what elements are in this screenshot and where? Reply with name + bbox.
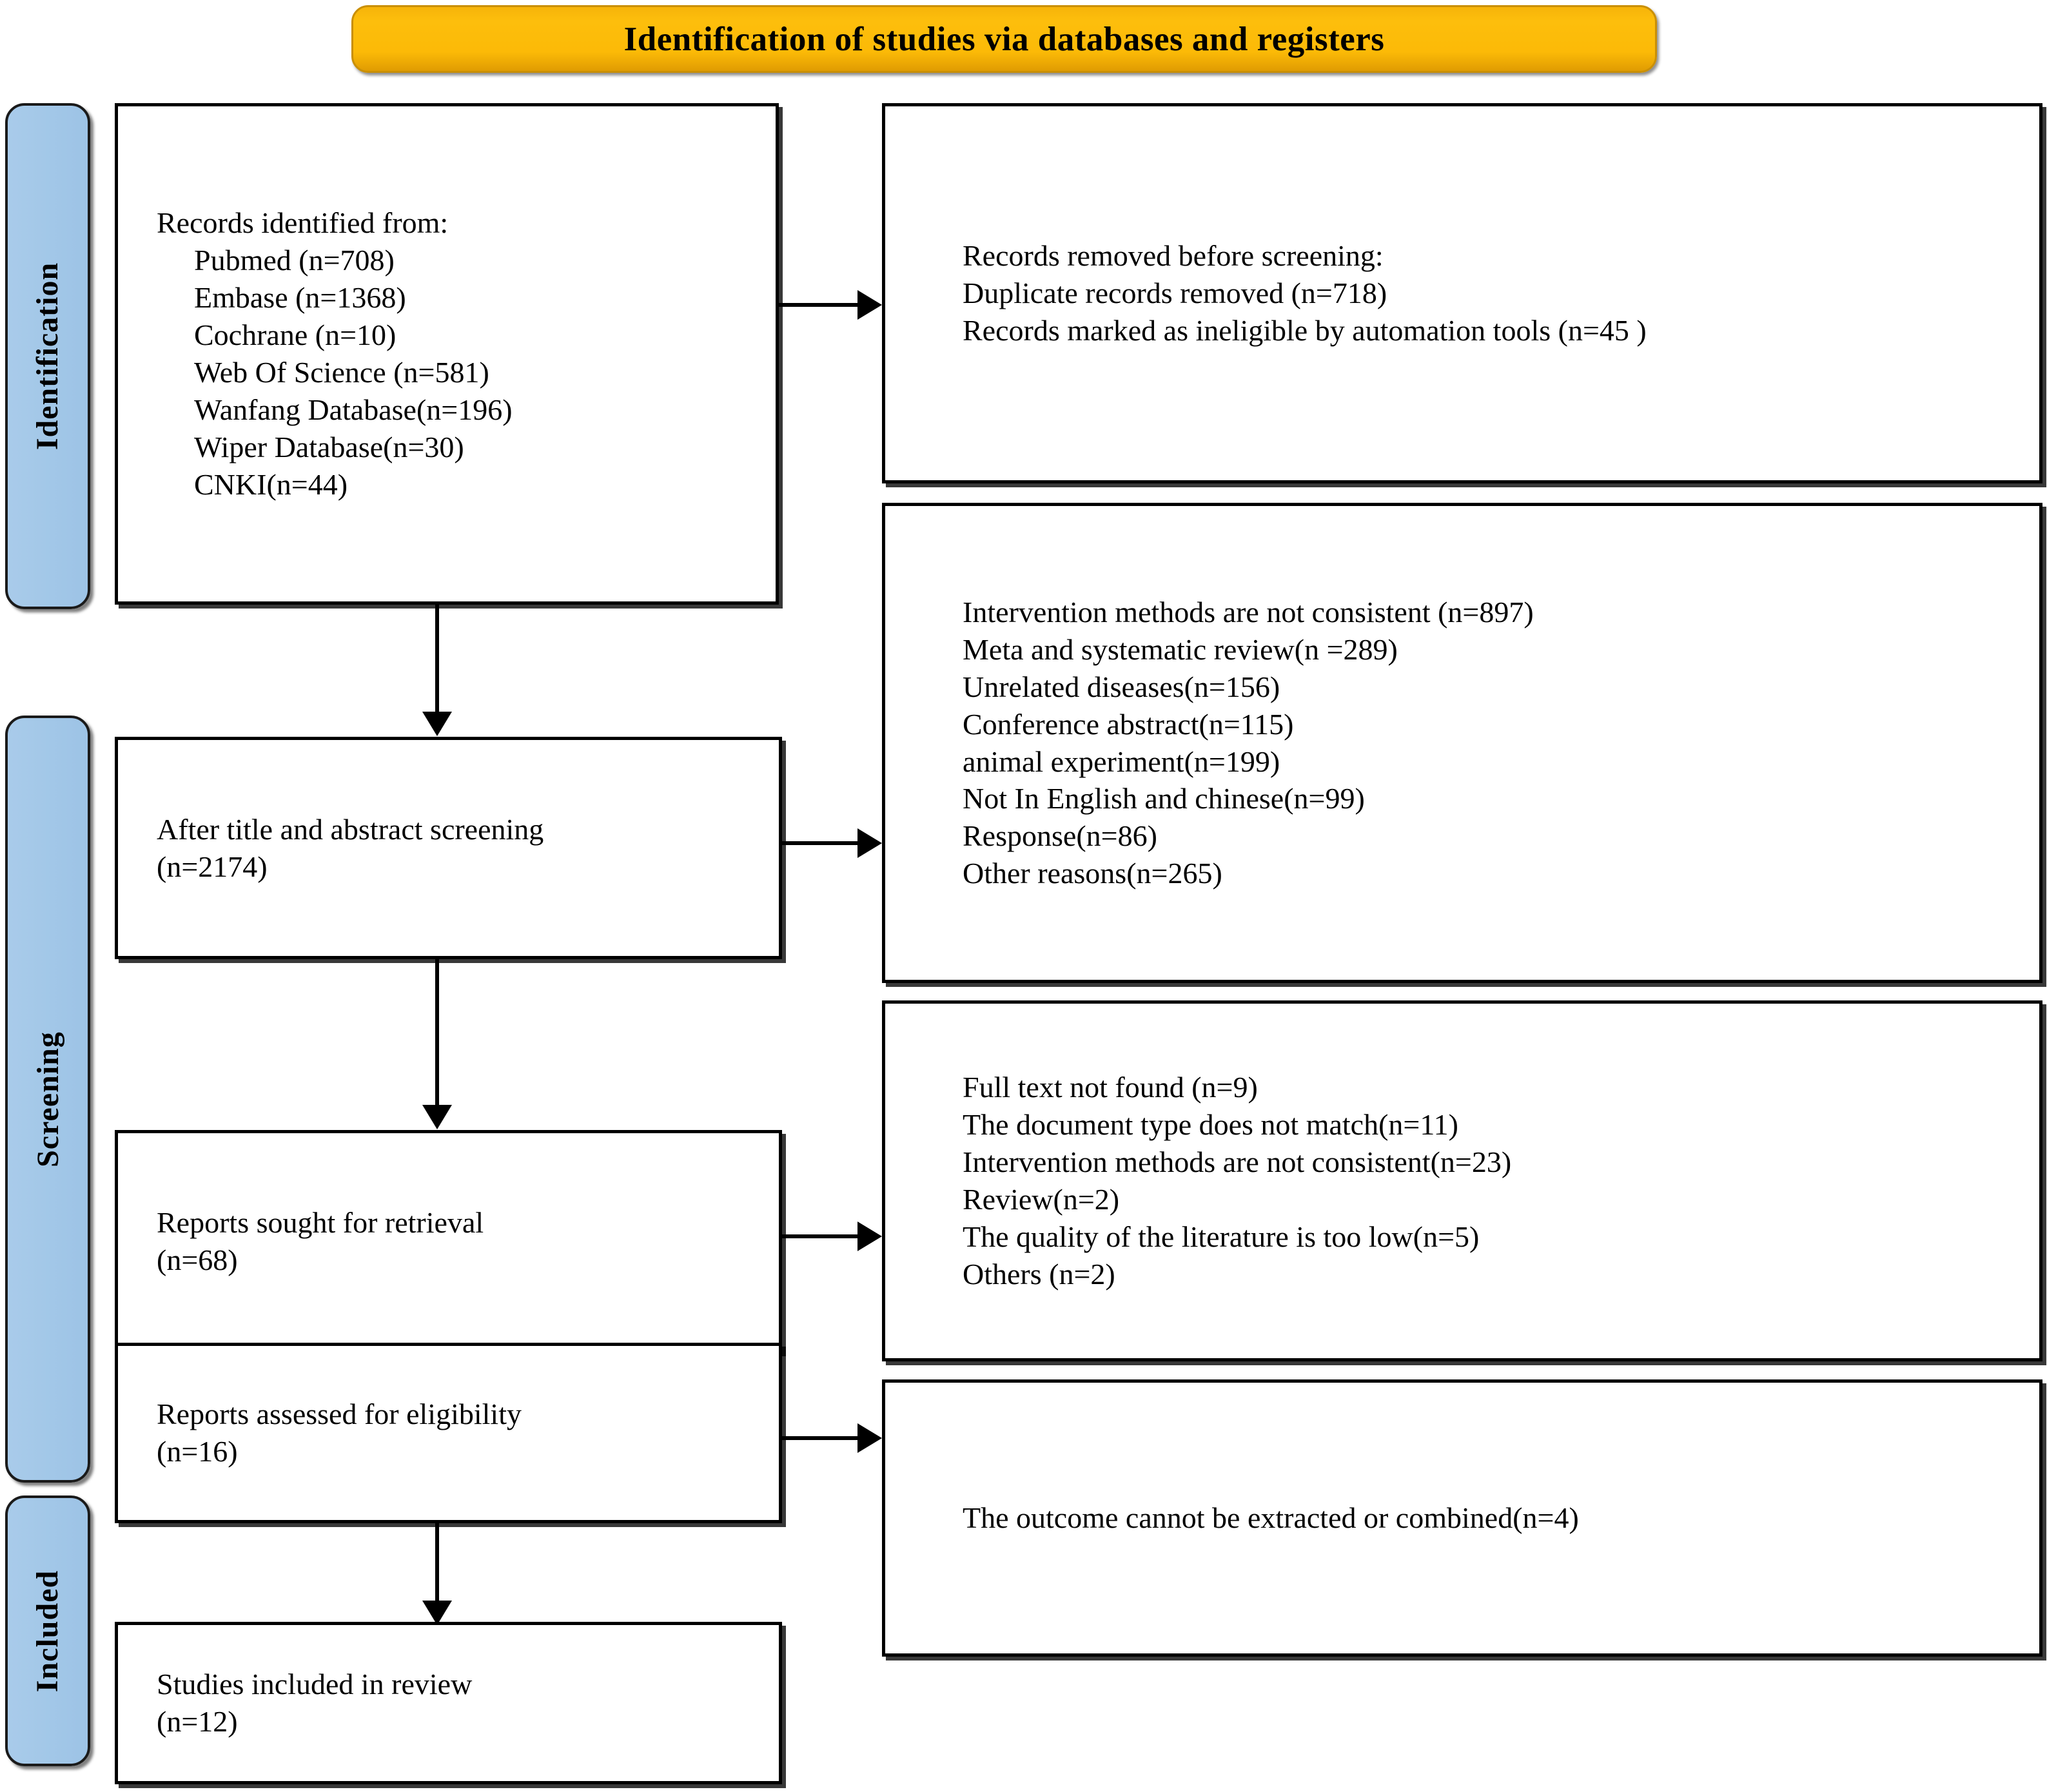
box-line: Intervention methods are not consistent …: [963, 595, 1534, 628]
connector-sought-to-not-retrieved: [780, 1234, 857, 1238]
box-line: The outcome cannot be extracted or combi…: [963, 1501, 1579, 1535]
box-line: Intervention methods are not consistent(…: [963, 1145, 1512, 1179]
box-line: After title and abstract screening: [157, 812, 544, 846]
stage-tab-included-label: Included: [30, 1570, 65, 1692]
records-excluded-screening-box: Intervention methods are not consistent …: [882, 503, 2042, 983]
arrowhead-assessed-to-included: [422, 1601, 452, 1625]
box-line: Duplicate records removed (n=718): [963, 277, 1387, 310]
arrowhead-sought-to-not-retrieved: [857, 1222, 882, 1251]
box-line: (n=2174): [157, 850, 268, 883]
box-line: animal experiment(n=199): [963, 745, 1280, 778]
box-line: Conference abstract(n=115): [963, 707, 1294, 741]
connector-screening-to-excluded: [780, 841, 857, 845]
box-line: Other reasons(n=265): [963, 857, 1222, 890]
connector-assessed-to-excluded: [780, 1436, 857, 1440]
connector-assessed-to-included: [435, 1523, 439, 1602]
reports-assessed-for-eligibility-box: Reports assessed for eligibility (n=16): [115, 1343, 782, 1523]
box-line: Reports sought for retrieval: [157, 1205, 484, 1239]
connector-screening-to-sought: [435, 959, 439, 1106]
arrowhead-assessed-to-excluded: [857, 1423, 882, 1453]
box-line: Others (n=2): [963, 1257, 1115, 1290]
stage-tab-included: Included: [5, 1495, 90, 1766]
box-line: (n=12): [157, 1705, 238, 1738]
stage-tab-screening: Screening: [5, 716, 90, 1483]
box-line: Wanfang Database(n=196): [194, 393, 513, 426]
box-line: Full text not found (n=9): [963, 1071, 1258, 1104]
box-line: Response(n=86): [963, 819, 1157, 853]
box-line: Records removed before screening:: [963, 239, 1384, 273]
stage-tab-screening-label: Screening: [30, 1031, 65, 1167]
box-line: The document type does not match(n=11): [963, 1108, 1458, 1142]
diagram-title-text: Identification of studies via databases …: [623, 20, 1385, 58]
arrowhead-screening-to-sought: [422, 1105, 452, 1129]
stage-tab-identification: Identification: [5, 103, 90, 609]
box-line: (n=16): [157, 1435, 238, 1468]
box-line: (n=68): [157, 1243, 238, 1276]
box-line: The quality of the literature is too low…: [963, 1220, 1480, 1253]
stage-tab-identification-label: Identification: [30, 262, 65, 451]
box-line: Unrelated diseases(n=156): [963, 670, 1280, 703]
after-title-abstract-screening-box: After title and abstract screening (n=21…: [115, 737, 782, 959]
box-line: Embase (n=1368): [194, 281, 406, 315]
box-line: Review(n=2): [963, 1183, 1120, 1216]
box-line: Records marked as ineligible by automati…: [963, 313, 1647, 347]
box-line: Studies included in review: [157, 1668, 473, 1701]
box-line: Reports assessed for eligibility: [157, 1398, 522, 1431]
reports-sought-for-retrieval-box: Reports sought for retrieval (n=68): [115, 1130, 782, 1352]
box-line: Web Of Science (n=581): [194, 356, 489, 389]
box-line: Pubmed (n=708): [194, 244, 395, 277]
box-line: Cochrane (n=10): [194, 318, 397, 352]
connector-identified-to-screening: [435, 605, 439, 713]
arrowhead-screening-to-excluded: [857, 828, 882, 858]
box-line: Wiper Database(n=30): [194, 430, 464, 463]
records-identified-box: Records identified from: Pubmed (n=708) …: [115, 103, 779, 605]
arrowhead-identified-to-screening: [422, 712, 452, 736]
diagram-title-banner: Identification of studies via databases …: [351, 5, 1657, 73]
connector-identified-to-removed: [779, 303, 857, 307]
reports-not-retrieved-box: Full text not found (n=9) The document t…: [882, 1000, 2042, 1361]
box-line: Not In English and chinese(n=99): [963, 782, 1365, 815]
records-removed-box: Records removed before screening: Duplic…: [882, 103, 2042, 483]
box-line: Records identified from:: [157, 206, 449, 240]
arrowhead-identified-to-removed: [857, 290, 882, 320]
reports-excluded-box: The outcome cannot be extracted or combi…: [882, 1379, 2042, 1657]
box-line: CNKI(n=44): [194, 467, 348, 501]
box-line: Meta and systematic review(n =289): [963, 632, 1398, 666]
studies-included-in-review-box: Studies included in review (n=12): [115, 1622, 782, 1784]
